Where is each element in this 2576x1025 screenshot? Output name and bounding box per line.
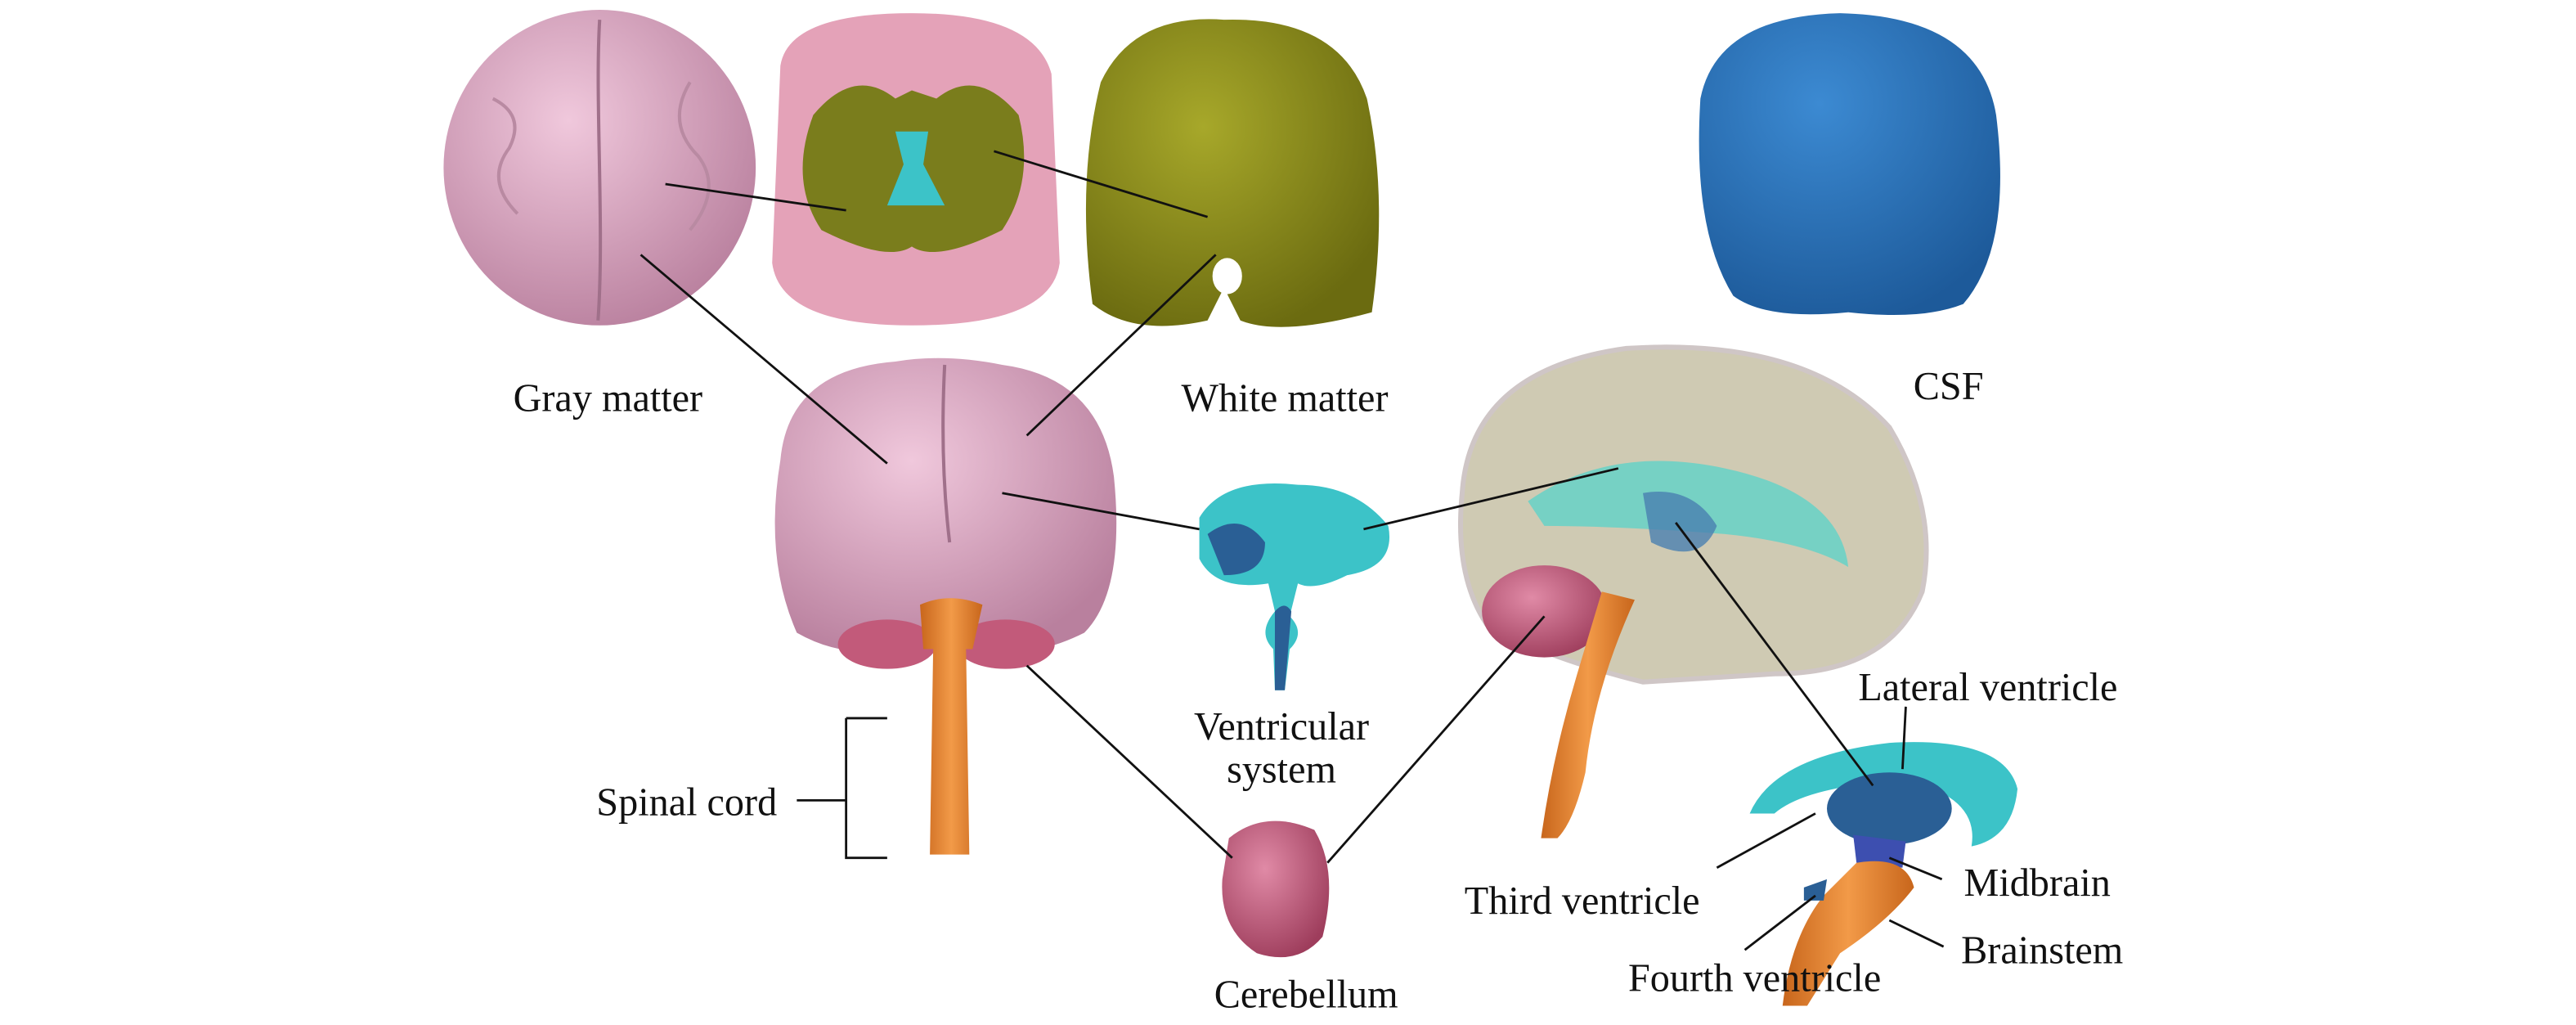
ventricular-system-model	[1199, 483, 1390, 690]
label-spinal-cord: Spinal cord	[596, 780, 777, 824]
label-csf: CSF	[1914, 365, 1984, 408]
white-matter-model	[1085, 19, 1380, 327]
spinal-cord-model	[920, 598, 983, 855]
label-fourth-ventricle: Fourth ventricle	[1628, 956, 1881, 1000]
label-lateral-ventricle: Lateral ventricle	[1858, 666, 2117, 709]
label-ventricular-system-2: system	[1227, 748, 1336, 791]
whole-brain-model	[774, 357, 1117, 855]
label-ventricular-system-1: Ventricular	[1194, 705, 1369, 749]
sagittal-brain-model	[1457, 344, 1929, 838]
label-brainstem: Brainstem	[1961, 928, 2123, 972]
coronal-slice-model	[772, 13, 1060, 326]
ventricle-brainstem-model	[1749, 742, 2018, 1006]
label-white-matter: White matter	[1182, 376, 1389, 420]
csf-model	[1699, 13, 2000, 316]
label-cerebellum: Cerebellum	[1214, 973, 1398, 1017]
label-midbrain: Midbrain	[1963, 861, 2110, 905]
gray-matter-model	[443, 10, 756, 326]
label-third-ventricle: Third ventricle	[1465, 879, 1700, 923]
cerebellum-model	[1222, 820, 1330, 958]
spinal-cord-bracket	[797, 717, 887, 860]
leader-lines	[640, 150, 1945, 951]
label-gray-matter: Gray matter	[514, 376, 703, 420]
